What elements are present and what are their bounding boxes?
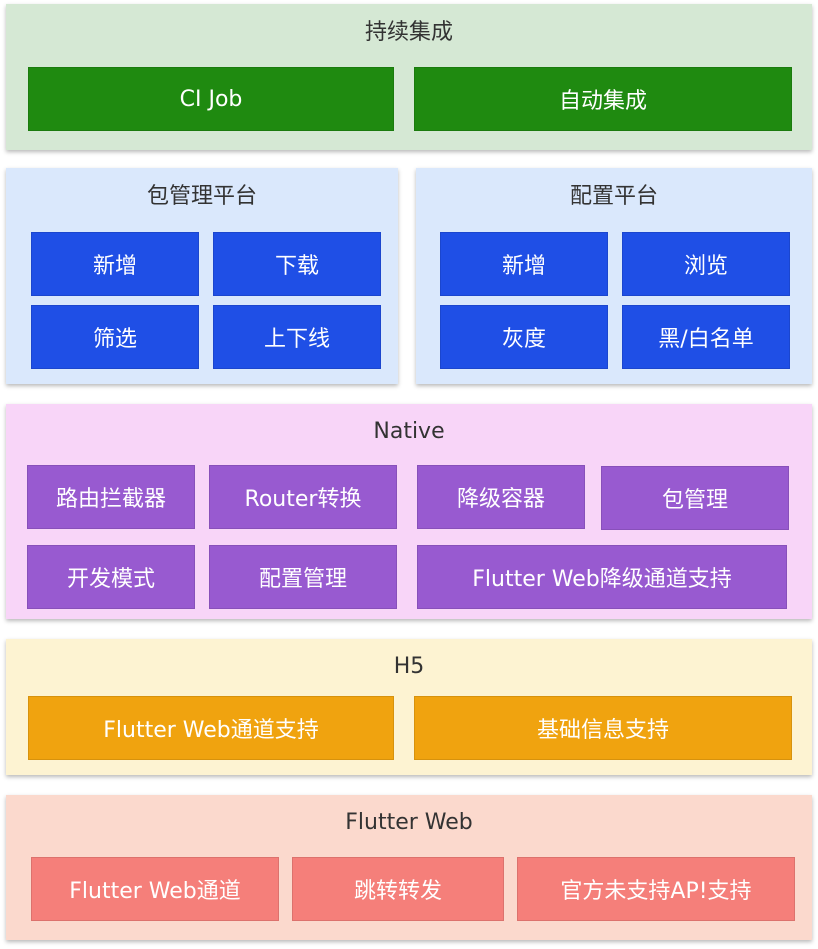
router-convert-box: Router转换 — [209, 465, 397, 529]
native-title: Native — [373, 419, 445, 444]
config-management-box: 配置管理 — [209, 545, 397, 609]
route-interceptor-box: 路由拦截器 — [27, 465, 195, 529]
pkg-online-offline-box: 上下线 — [213, 305, 381, 369]
fallback-container-box: 降级容器 — [417, 465, 585, 529]
flutter-web-title: Flutter Web — [345, 810, 473, 835]
basic-info-support-box: 基础信息支持 — [414, 696, 792, 760]
config-platform-title: 配置平台 — [569, 184, 658, 209]
config-platform-panel: 配置平台 新增 浏览 灰度 黑/白名单 — [416, 168, 812, 384]
pkg-filter-box: 筛选 — [31, 305, 199, 369]
package-platform-title: 包管理平台 — [146, 184, 257, 209]
native-panel: Native 路由拦截器 Router转换 降级容器 包管理 开发模式 配置管理… — [6, 404, 812, 619]
auto-integration-box: 自动集成 — [414, 67, 792, 131]
flutter-web-channel-support-box: Flutter Web通道支持 — [28, 696, 394, 760]
package-management-box: 包管理 — [601, 466, 789, 530]
ci-panel-title: 持续集成 — [364, 20, 453, 45]
flutter-web-fallback-channel-box: Flutter Web降级通道支持 — [417, 545, 787, 609]
h5-panel: H5 Flutter Web通道支持 基础信息支持 — [6, 639, 812, 775]
cfg-gray-release-box: 灰度 — [440, 305, 608, 369]
cfg-black-white-list-box: 黑/白名单 — [622, 305, 790, 369]
h5-title: H5 — [393, 654, 425, 679]
cfg-add-box: 新增 — [440, 232, 608, 296]
jump-forward-box: 跳转转发 — [292, 857, 504, 921]
ci-panel: 持续集成 CI Job 自动集成 — [6, 4, 812, 150]
flutter-web-panel: Flutter Web Flutter Web通道 跳转转发 官方未支持AP!支… — [6, 795, 812, 940]
pkg-download-box: 下载 — [213, 232, 381, 296]
dev-mode-box: 开发模式 — [27, 545, 195, 609]
cfg-browse-box: 浏览 — [622, 232, 790, 296]
official-unsupported-api-box: 官方未支持AP!支持 — [517, 857, 795, 921]
pkg-add-box: 新增 — [31, 232, 199, 296]
package-platform-panel: 包管理平台 新增 下载 筛选 上下线 — [6, 168, 398, 384]
ci-job-box: CI Job — [28, 67, 394, 131]
flutter-web-channel-box: Flutter Web通道 — [31, 857, 279, 921]
